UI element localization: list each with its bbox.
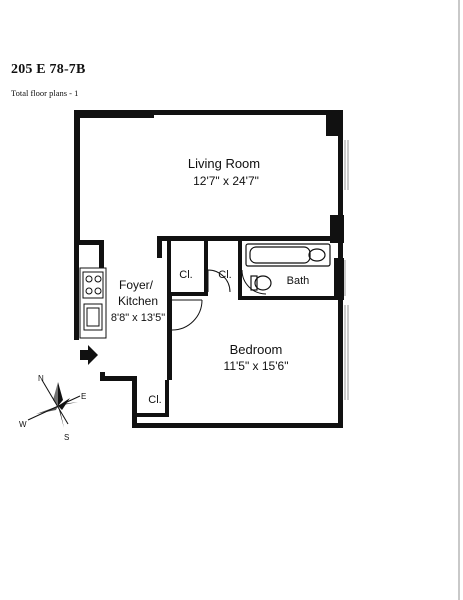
wall-closet1-right bbox=[204, 240, 208, 296]
toilet bbox=[254, 275, 272, 291]
kitchen-fixtures bbox=[79, 267, 107, 339]
wall-bedroom-left bbox=[167, 300, 172, 380]
wall-left-living bbox=[74, 110, 80, 240]
wall-closet1-bottom bbox=[167, 292, 207, 296]
wall-kitchen-stub bbox=[99, 240, 104, 268]
door-bath bbox=[241, 269, 267, 295]
wall-foyer-divider bbox=[157, 236, 162, 258]
burner-2 bbox=[94, 275, 102, 283]
kitchen-counter bbox=[79, 267, 107, 339]
compass-icon bbox=[27, 379, 81, 428]
wall-bath-left bbox=[238, 240, 242, 300]
kitchen-sink-basin bbox=[86, 307, 100, 327]
closet2-label: Cl. bbox=[218, 269, 231, 281]
burner-3 bbox=[85, 287, 93, 295]
column-right-bath bbox=[334, 258, 344, 300]
compass-south: S bbox=[64, 433, 69, 442]
wall-bottom bbox=[132, 423, 343, 428]
wall-top-thick bbox=[74, 110, 154, 118]
bath-sink bbox=[308, 248, 326, 262]
windows bbox=[344, 140, 349, 400]
wall-bath-bottom bbox=[238, 296, 340, 300]
interior-walls bbox=[137, 236, 340, 417]
wall-closet3-top bbox=[137, 413, 169, 417]
wall-kitchen-left bbox=[74, 240, 79, 340]
bedroom-label: Bedroom bbox=[230, 342, 283, 357]
foyer-label-line2: Kitchen bbox=[118, 294, 158, 308]
wall-entry-stub bbox=[100, 372, 105, 381]
kitchen-sink bbox=[83, 303, 103, 331]
page-title: 205 E 78-7B bbox=[11, 62, 86, 77]
wall-closet3-right bbox=[165, 380, 169, 417]
living-room-label: Living Room bbox=[188, 156, 260, 171]
entry-arrow-icon bbox=[80, 345, 98, 365]
wall-closet1-left bbox=[167, 240, 171, 296]
doors bbox=[171, 269, 267, 331]
foyer-label-line1: Foyer/ bbox=[119, 278, 154, 292]
closet1-label: Cl. bbox=[179, 269, 192, 281]
page-subtitle: Total floor plans - 1 bbox=[11, 88, 79, 98]
toilet-tank bbox=[250, 275, 258, 291]
stove bbox=[82, 271, 104, 299]
compass-north: N bbox=[38, 374, 44, 383]
bathtub-inner bbox=[249, 246, 311, 264]
compass-west: W bbox=[19, 420, 27, 429]
living-room-dims: 12'7" x 24'7" bbox=[193, 174, 259, 188]
wall-living-bottom bbox=[157, 236, 338, 241]
bathtub bbox=[245, 243, 331, 267]
burner-4 bbox=[94, 287, 102, 295]
bath-label: Bath bbox=[287, 275, 310, 287]
wall-bedroom-top-stub bbox=[167, 292, 172, 304]
wall-kitchen-top bbox=[74, 240, 104, 245]
compass-east: E bbox=[81, 392, 86, 401]
wall-bottom-left-return bbox=[132, 380, 137, 428]
foyer-dims: 8'8" x 13'5" bbox=[111, 312, 165, 324]
bath-fixtures bbox=[245, 243, 331, 291]
column-top-right bbox=[326, 110, 340, 136]
wall-entry-bottom bbox=[100, 376, 137, 381]
closet3-label: Cl. bbox=[148, 394, 161, 406]
burner-1 bbox=[85, 275, 93, 283]
exterior-walls bbox=[74, 110, 344, 428]
door-bedroom bbox=[171, 299, 203, 331]
door-closet2 bbox=[207, 269, 231, 293]
wall-top bbox=[74, 110, 338, 115]
bedroom-dims: 11'5" x 15'6" bbox=[224, 359, 289, 373]
